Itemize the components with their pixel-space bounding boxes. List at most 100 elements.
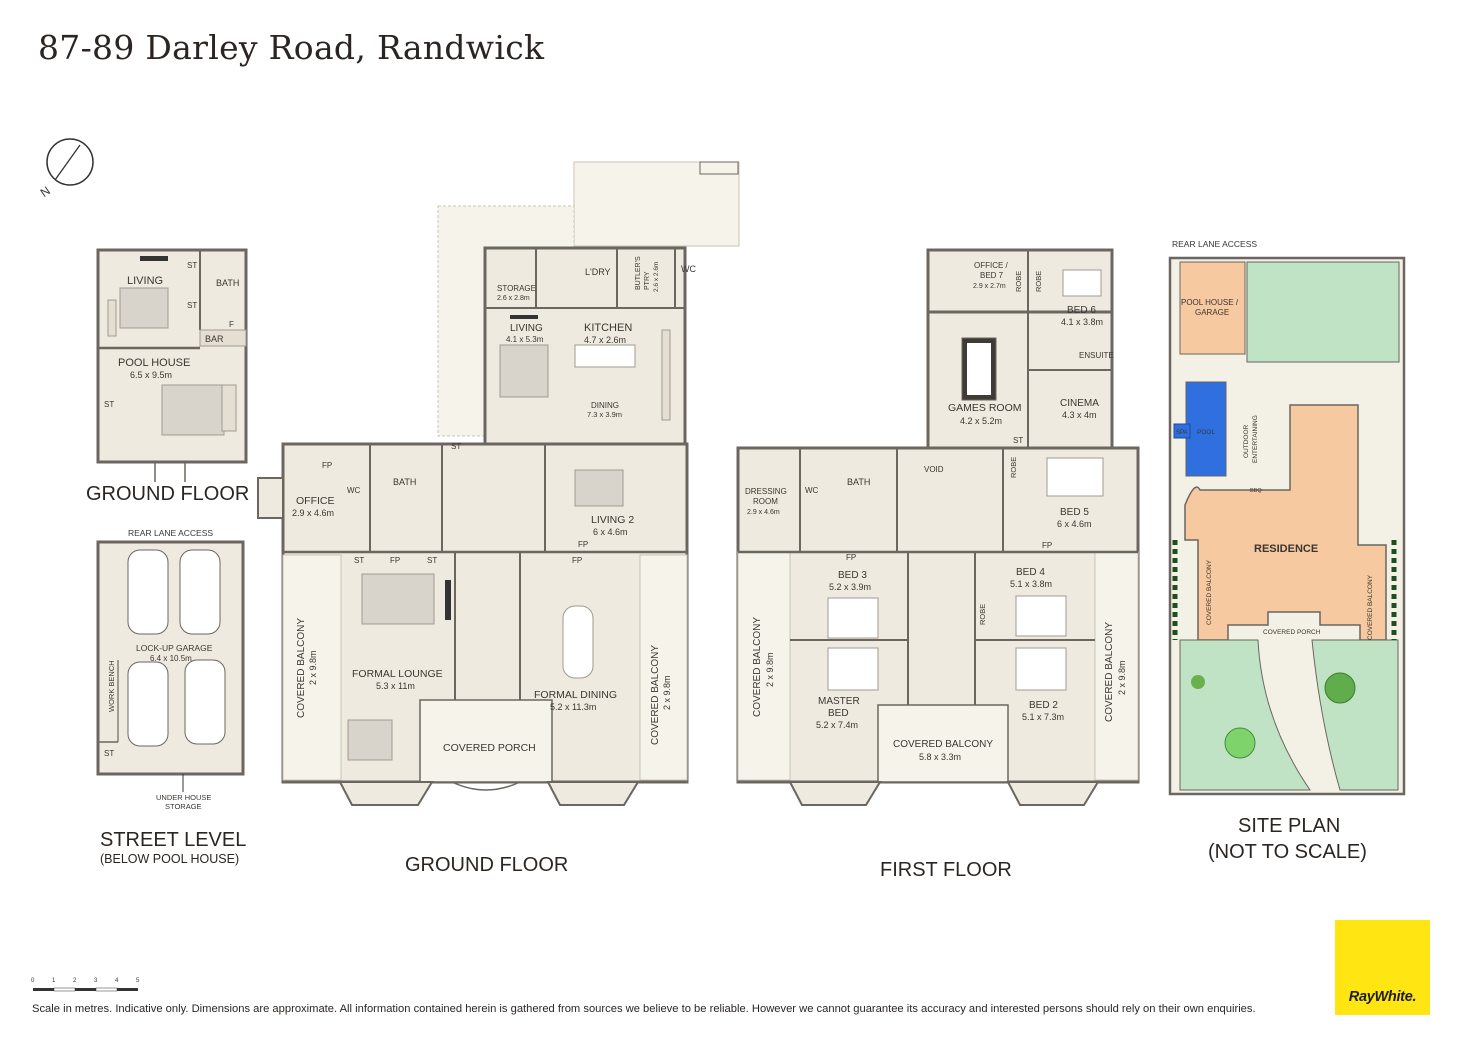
office-bed7-label: OFFICE / (974, 261, 1009, 270)
scale-tick-1: 1 (52, 978, 56, 984)
bed5-label: BED 5 (1060, 507, 1089, 518)
garage-plan (96, 540, 245, 792)
bed2-dim: 5.1 x 7.3m (1022, 712, 1064, 722)
first-floor-caption: FIRST FLOOR (880, 859, 1012, 881)
dressing-room-label: ROOM (753, 497, 778, 506)
cinema-dim: 4.3 x 4m (1062, 410, 1097, 420)
north-label: N (38, 184, 53, 200)
entertaining-label: ENTERTAINING (1252, 415, 1259, 463)
ensuite-label: ENSUITE (1079, 351, 1114, 360)
dressing-label: DRESSING (745, 487, 787, 496)
bed2-label: BED 2 (1029, 700, 1058, 711)
bed7-dim: 2.9 x 2.7m (973, 283, 1006, 290)
garage-rear-lane-label: REAR LANE ACCESS (128, 528, 213, 538)
ground-floor-caption: GROUND FLOOR (405, 854, 569, 876)
living2-label: LIVING 2 (591, 514, 634, 526)
pool-st-label-2: ST (187, 301, 197, 310)
bed5-dim: 6 x 4.6m (1057, 519, 1092, 529)
living-dim: 4.1 x 5.3m (506, 335, 544, 344)
gf-balcony-right-dim: 2 x 9.8m (662, 675, 672, 710)
office-fp-label: FP (322, 461, 332, 470)
property-title: 87-89 Darley Road, Randwick (38, 28, 545, 67)
pool-ground-floor-caption: GROUND FLOOR (86, 483, 250, 505)
site-garage-label: GARAGE (1195, 308, 1229, 317)
pantry-label: PTRY (644, 271, 651, 290)
butlers-label: BUTLER'S (635, 256, 642, 290)
lounge-fp-label: FP (390, 556, 400, 565)
bbq-label: BBQ (1250, 488, 1262, 494)
work-bench-label: WORK BENCH (107, 660, 116, 712)
ff-balcony-left-dim: 2 x 9.8m (765, 652, 775, 687)
pool-f-label: F (229, 320, 234, 329)
living2-dim: 6 x 4.6m (593, 527, 628, 537)
living-label: LIVING (510, 323, 543, 334)
pool-bath-label: BATH (216, 278, 239, 288)
scale-tick-5: 5 (136, 978, 140, 984)
bed7-label: BED 7 (980, 271, 1004, 280)
ff-robe-label-1: ROBE (1014, 271, 1023, 292)
site-balcony-right-label: COVERED BALCONY (1367, 574, 1374, 640)
bed5-fp-label: FP (1042, 541, 1052, 550)
master-dim: 5.2 x 7.4m (816, 720, 858, 730)
lounge-st-label-1: ST (354, 556, 364, 565)
dining-fp-label: FP (572, 556, 582, 565)
under-house-storage-label: STORAGE (165, 802, 202, 811)
butlers-dim: 2.6 x 2.6m (653, 262, 660, 292)
garage-st-label: ST (104, 749, 114, 758)
outdoor-label: OUTDOOR (1243, 424, 1250, 458)
bed6-label: BED 6 (1067, 305, 1096, 316)
laundry-label: L'DRY (585, 267, 611, 277)
living2-fp-label: FP (578, 540, 588, 549)
ff-robe-label-4: ROBE (978, 604, 987, 625)
site-rear-lane-label: REAR LANE ACCESS (1172, 239, 1257, 249)
pool-st-label-3: ST (104, 400, 114, 409)
wc-label-1: WC (681, 264, 696, 274)
street-level-subcaption: (BELOW POOL HOUSE) (100, 852, 240, 866)
formal-lounge-dim: 5.3 x 11m (376, 681, 415, 691)
lounge-st-label-2: ST (427, 556, 437, 565)
residence-label: RESIDENCE (1254, 543, 1318, 555)
formal-dining-label: FORMAL DINING (534, 689, 617, 701)
gf-balcony-left-label: COVERED BALCONY (296, 618, 307, 718)
dining-label: DINING (591, 401, 619, 410)
gf-balcony-left-dim: 2 x 9.8m (308, 650, 318, 685)
bed4-label: BED 4 (1016, 567, 1045, 578)
storage-label: STORAGE (497, 284, 536, 293)
bed3-fp-label: FP (846, 553, 856, 562)
scale-tick-3: 3 (94, 978, 98, 984)
formal-dining-dim: 5.2 x 11.3m (550, 702, 596, 712)
pool-label: POOL (1197, 429, 1215, 436)
garage-label: LOCK-UP GARAGE (136, 643, 213, 653)
stair-st-label: ST (451, 442, 461, 451)
site-balcony-left-label: COVERED BALCONY (1206, 559, 1213, 625)
ff-wc-label: WC (805, 486, 819, 495)
ff-robe-label-3: ROBE (1009, 457, 1018, 478)
pool-house-plan (96, 248, 248, 482)
raywhite-logo-text: RayWhite. (1348, 989, 1417, 1005)
disclaimer-text: Scale in metres. Indicative only. Dimens… (32, 1003, 1256, 1015)
scale-tick-4: 4 (115, 978, 119, 984)
scale-tick-2: 2 (73, 978, 77, 984)
pool-house-dim: 6.5 x 9.5m (130, 370, 172, 380)
site-plan-caption: SITE PLAN (1238, 815, 1341, 837)
ff-balcony-front-label: COVERED BALCONY (893, 739, 993, 750)
pool-living-label: LIVING (127, 275, 163, 287)
garage-dim: 6.4 x 10.5m (150, 654, 192, 663)
bed3-label: BED 3 (838, 570, 867, 581)
street-level-caption: STREET LEVEL (100, 829, 247, 851)
bed3-dim: 5.2 x 3.9m (829, 582, 871, 592)
kitchen-label: KITCHEN (584, 322, 632, 334)
ff-balcony-front-dim: 5.8 x 3.3m (919, 752, 961, 762)
ff-st-label: ST (1013, 436, 1023, 445)
covered-porch-label: COVERED PORCH (443, 742, 536, 754)
scale-tick-0: 0 (31, 978, 35, 984)
master-label: MASTER (818, 696, 860, 707)
storage-dim: 2.6 x 2.8m (497, 295, 530, 302)
compass-icon: N (38, 138, 94, 200)
dressing-dim: 2.9 x 4.6m (747, 509, 780, 516)
under-house-label: UNDER HOUSE (156, 793, 211, 802)
spa-label: SPA (1176, 430, 1188, 436)
formal-lounge-label: FORMAL LOUNGE (352, 668, 443, 680)
ff-balcony-left-label: COVERED BALCONY (752, 617, 763, 717)
pool-house-label: POOL HOUSE (118, 357, 190, 369)
